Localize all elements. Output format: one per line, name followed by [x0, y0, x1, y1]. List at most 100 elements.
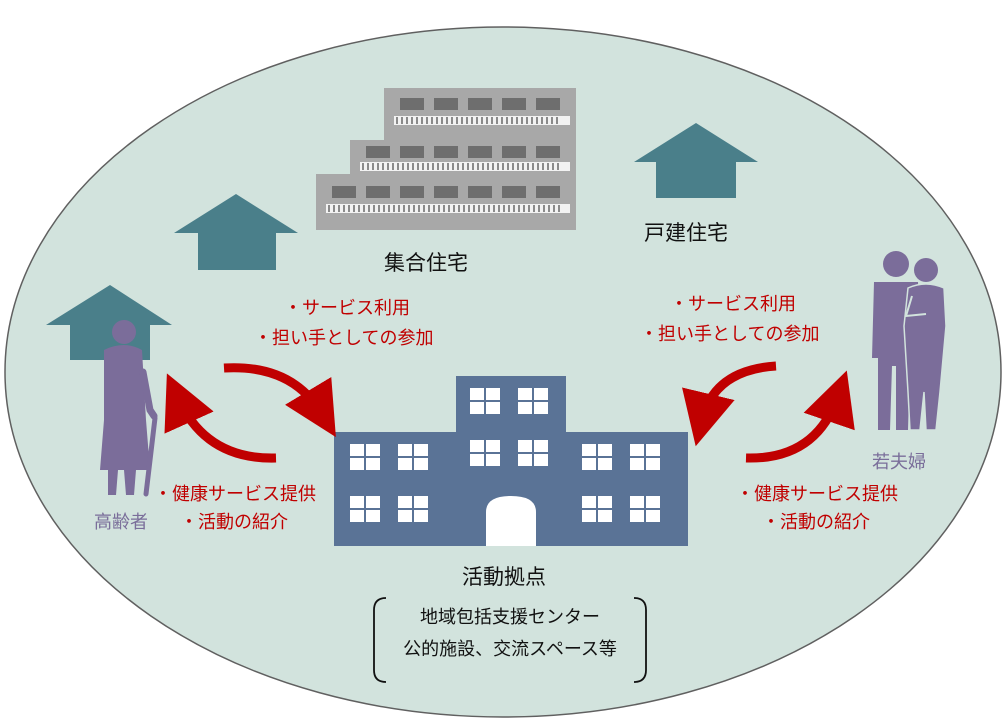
- apartment-rail-bar: [378, 205, 380, 212]
- apartment-window: [332, 186, 356, 198]
- apartment-window: [468, 146, 492, 158]
- building-window: [470, 388, 484, 400]
- apartment-window: [434, 98, 458, 110]
- apartment-rail-bar: [516, 117, 518, 124]
- building-window: [366, 444, 380, 456]
- building-window: [398, 510, 412, 522]
- left-flow-service-use: ・サービス利用: [284, 298, 410, 319]
- apartment-rail-bar: [443, 205, 445, 212]
- building-window: [534, 388, 548, 400]
- apartment-window: [366, 186, 390, 198]
- apartment-rail-bar: [548, 205, 550, 212]
- apartment-rail-bar: [373, 205, 375, 212]
- arrow-right-down: [682, 361, 777, 447]
- apartment-rail-bar: [446, 117, 448, 124]
- apartment-rail-bar: [408, 205, 410, 212]
- apartment-rail-bar: [383, 205, 385, 212]
- apartment-label: 集合住宅: [384, 251, 468, 275]
- apartment-rail-bar: [438, 205, 440, 212]
- apartment-rail-bar: [507, 163, 509, 170]
- apartment-rail-bar: [526, 117, 528, 124]
- base-example-center: 地域包括支援センター: [420, 607, 600, 628]
- apartment-rail-bar: [522, 163, 524, 170]
- apartment-rail-bar: [343, 205, 345, 212]
- apartment-rail-bar: [496, 117, 498, 124]
- apartment-rail-bar: [537, 163, 539, 170]
- apartment-rail-bar: [353, 205, 355, 212]
- apartment-rail-bar: [511, 117, 513, 124]
- detached-house-label: 戸建住宅: [644, 221, 728, 245]
- apartment-window: [502, 98, 526, 110]
- apartment-rail-bar: [348, 205, 350, 212]
- apartment-rail-bar: [416, 117, 418, 124]
- right-flow-participation: ・担い手としての参加: [640, 324, 820, 345]
- left-flow-participation: ・担い手としての参加: [254, 328, 434, 349]
- apartment-rail-bar: [552, 163, 554, 170]
- building-window: [646, 444, 660, 456]
- building-window: [582, 510, 596, 522]
- apartment-rail-bar: [523, 205, 525, 212]
- house-icon: [634, 123, 758, 198]
- apartment-window: [502, 146, 526, 158]
- building-window: [630, 444, 644, 456]
- right-flow-activity-intro: ・活動の紹介: [762, 512, 870, 533]
- apartment-rail-bar: [466, 117, 468, 124]
- apartment-balcony: [360, 162, 570, 171]
- apartment-rail-bar: [387, 163, 389, 170]
- apartment-window: [400, 98, 424, 110]
- apartment-building-icon: [316, 88, 576, 230]
- apartment-rail-bar: [421, 117, 423, 124]
- building-window: [366, 510, 380, 522]
- building-window: [518, 402, 532, 414]
- right-flow-health-service: ・健康サービス提供: [736, 484, 898, 505]
- apartment-rail-bar: [451, 117, 453, 124]
- apartment-window: [434, 186, 458, 198]
- apartment-rail-bar: [498, 205, 500, 212]
- building-window: [598, 510, 612, 522]
- apartment-rail-bar: [543, 205, 545, 212]
- building-window: [470, 440, 484, 452]
- apartment-rail-bar: [493, 205, 495, 212]
- apartment-rail-bar: [358, 205, 360, 212]
- house-icon: [174, 194, 298, 270]
- apartment-rail-bar: [333, 205, 335, 212]
- activity-base-building-icon: [334, 376, 688, 546]
- arrow-right-up: [745, 370, 855, 463]
- apartment-rail-bar: [487, 163, 489, 170]
- apartment-rail-bar: [382, 163, 384, 170]
- building-window: [470, 454, 484, 466]
- apartment-rail-bar: [506, 117, 508, 124]
- apartment-rail-bar: [411, 117, 413, 124]
- apartment-window: [536, 98, 560, 110]
- apartment-rail-bar: [502, 163, 504, 170]
- arrow-left-down: [223, 363, 336, 438]
- base-examples: 地域包括支援センター 公的施設、交流スペース等: [372, 596, 648, 682]
- building-window: [366, 458, 380, 470]
- building-window: [398, 444, 412, 456]
- left-flow-health-service: ・健康サービス提供: [154, 484, 316, 505]
- apartment-rail-bar: [503, 205, 505, 212]
- apartment-rail-bar: [432, 163, 434, 170]
- apartment-rail-bar: [471, 117, 473, 124]
- apartment-rail-bar: [447, 163, 449, 170]
- apartment-rail-bar: [452, 163, 454, 170]
- apartment-rail-bar: [532, 163, 534, 170]
- apartment-rail-bar: [397, 163, 399, 170]
- apartment-rail-bar: [392, 163, 394, 170]
- apartment-rail-bar: [426, 117, 428, 124]
- apartment-rail-bar: [521, 117, 523, 124]
- apartment-rail-bar: [547, 163, 549, 170]
- apartment-rail-bar: [457, 163, 459, 170]
- apartment-window: [434, 146, 458, 158]
- apartment-rail-bar: [541, 117, 543, 124]
- apartment-rail-bar: [492, 163, 494, 170]
- building-window: [646, 458, 660, 470]
- apartment-rail-bar: [407, 163, 409, 170]
- apartment-rail-bar: [486, 117, 488, 124]
- building-window: [582, 458, 596, 470]
- building-window: [414, 458, 428, 470]
- apartment-rail-bar: [448, 205, 450, 212]
- apartment-rail-bar: [527, 163, 529, 170]
- building-window: [598, 496, 612, 508]
